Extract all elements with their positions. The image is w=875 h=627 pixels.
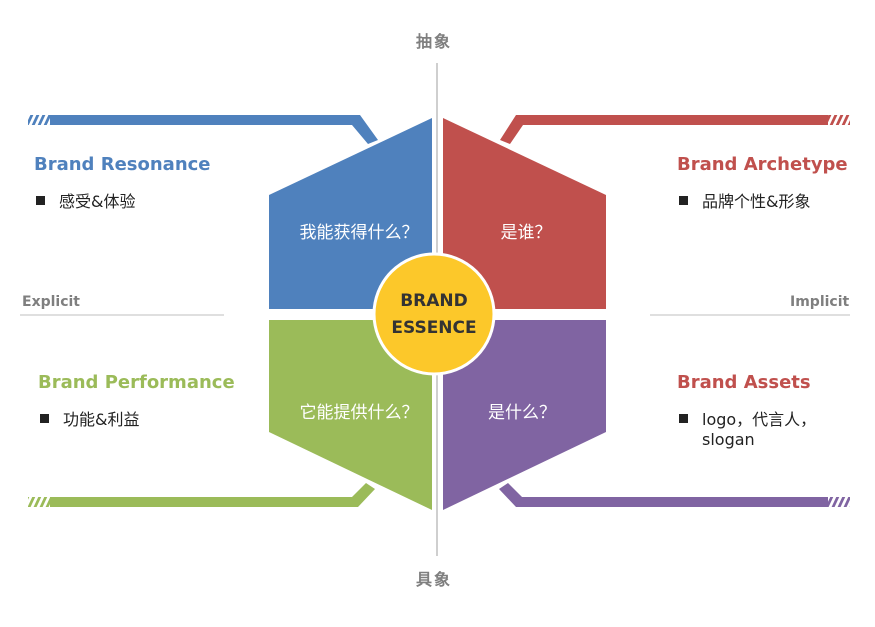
question-top-right: 是谁？ bbox=[500, 223, 552, 243]
connector-top-left bbox=[28, 115, 378, 144]
brand-performance-bullet-text: 功能&利益 bbox=[63, 410, 140, 429]
brand-assets-bullet: logo，代言人，slogan bbox=[679, 406, 816, 449]
brand-essence-circle bbox=[372, 252, 496, 376]
brand-performance-bullet: 功能&利益 bbox=[40, 406, 139, 430]
connector-bottom-left bbox=[28, 483, 375, 507]
question-bottom-right: 是什么？ bbox=[488, 403, 556, 423]
axis-label-left: Explicit bbox=[22, 294, 81, 310]
brand-essence-line1: BRAND bbox=[400, 291, 468, 311]
quadrant-top-right-shape bbox=[443, 118, 606, 309]
axis-label-right: Implicit bbox=[790, 294, 850, 310]
connector-bottom-right bbox=[499, 483, 850, 507]
brand-archetype-bullet-text: 品牌个性&形象 bbox=[702, 192, 811, 211]
quadrant-bottom-right-shape bbox=[443, 320, 606, 510]
brand-essence-label: BRAND ESSENCE bbox=[384, 288, 484, 342]
axis-label-top: 抽象 bbox=[416, 32, 453, 51]
brand-archetype-bullet: 品牌个性&形象 bbox=[679, 188, 810, 212]
axis-label-bottom: 具象 bbox=[416, 570, 453, 589]
connector-top-right bbox=[500, 115, 850, 144]
brand-archetype-title: Brand Archetype bbox=[677, 154, 848, 175]
brand-assets-bullet-continuation: slogan bbox=[702, 430, 755, 449]
quadrant-bottom-left-shape bbox=[269, 320, 432, 510]
brand-resonance-title: Brand Resonance bbox=[34, 154, 211, 175]
brand-essence-line2: ESSENCE bbox=[391, 318, 477, 338]
brand-performance-title: Brand Performance bbox=[38, 372, 235, 393]
brand-resonance-bullet: 感受&体验 bbox=[36, 188, 135, 212]
brand-assets-title: Brand Assets bbox=[677, 372, 811, 393]
brand-resonance-bullet-text: 感受&体验 bbox=[59, 192, 136, 211]
brand-assets-bullet-text: logo，代言人， bbox=[702, 410, 817, 429]
quadrant-top-left-shape bbox=[269, 118, 432, 309]
question-top-left: 我能获得什么？ bbox=[299, 223, 419, 243]
question-bottom-left: 它能提供什么？ bbox=[299, 403, 419, 423]
